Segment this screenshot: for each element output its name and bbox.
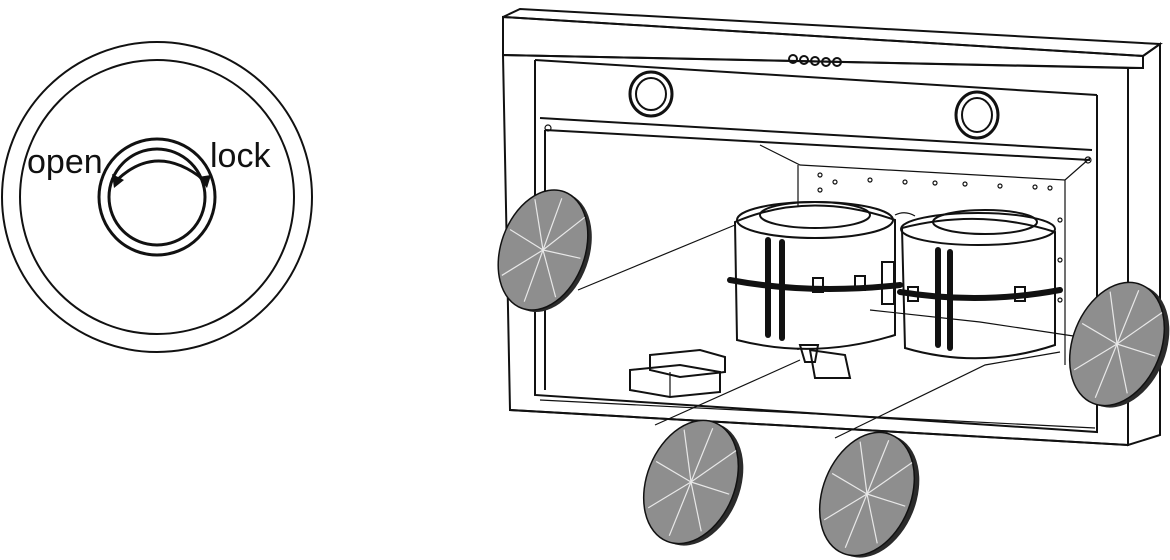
control-button — [799, 55, 809, 65]
control-button — [788, 54, 798, 64]
fan-motor-left — [727, 201, 903, 379]
control-button — [810, 56, 820, 66]
rotation-arrow-icon — [112, 159, 211, 188]
dial-knob-outer — [97, 137, 217, 257]
hood-top-cap — [502, 7, 1163, 58]
dial-knob-inner — [107, 147, 207, 247]
fan-motor-right — [881, 209, 1063, 360]
dial-inner-ring — [19, 59, 295, 335]
back-panel-screws — [544, 124, 1092, 303]
grease-filter-bottom-right — [818, 431, 920, 558]
grease-filter-left — [497, 189, 592, 313]
grease-filter-right — [1068, 281, 1170, 408]
filter-lock-dial: open lock — [1, 41, 313, 353]
dial-outer-ring — [1, 41, 313, 353]
control-button — [832, 57, 842, 67]
grease-filter-bottom-left — [642, 419, 744, 546]
control-button — [821, 57, 831, 67]
hood-light-left — [628, 70, 674, 118]
range-hood — [501, 7, 1163, 447]
junction-box — [629, 348, 726, 399]
control-buttons — [788, 54, 842, 67]
lock-label: lock — [210, 137, 271, 175]
hood-light-right — [954, 90, 1000, 140]
open-label: open — [27, 143, 103, 181]
